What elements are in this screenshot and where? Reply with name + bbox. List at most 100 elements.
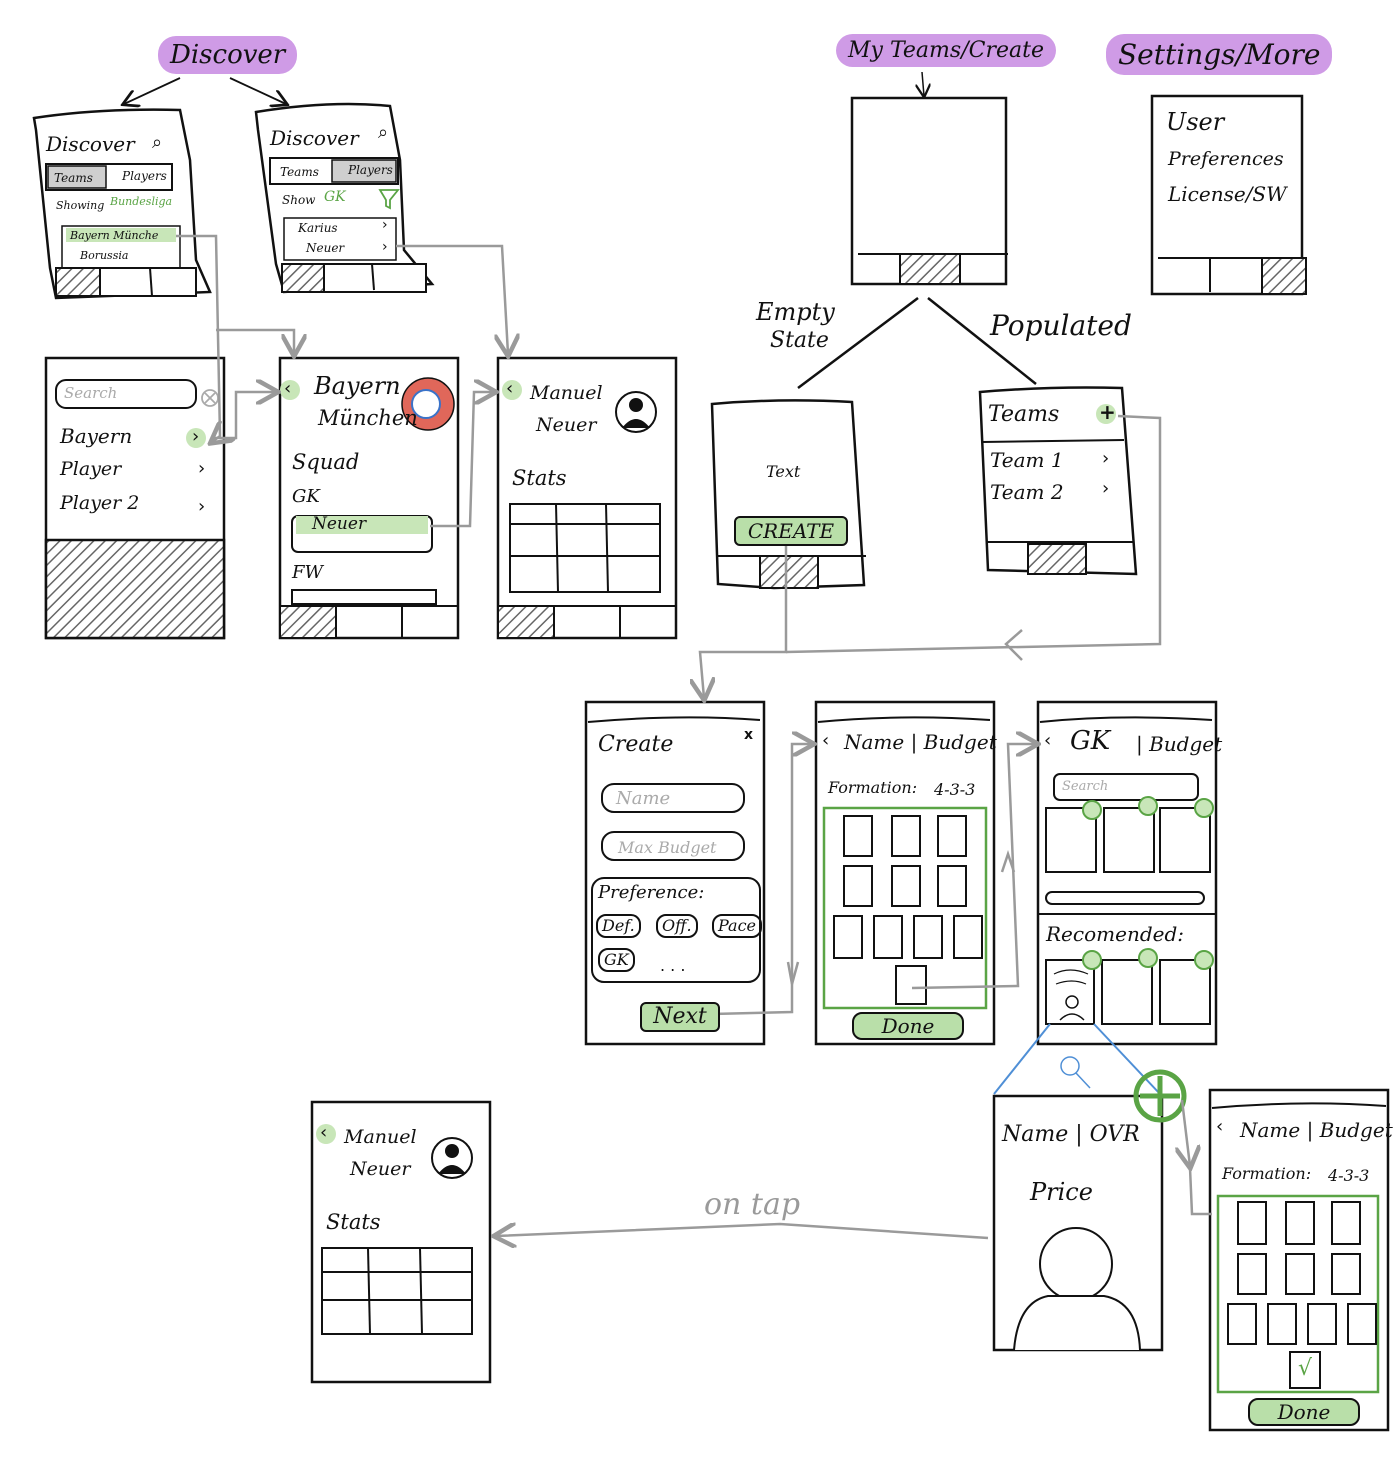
formation-done-value[interactable]: 4-3-3 bbox=[1328, 1166, 1370, 1185]
chip-def[interactable]: Def. bbox=[596, 914, 641, 938]
picker-position: GK bbox=[1070, 726, 1111, 756]
tag-discover: Discover bbox=[158, 36, 298, 74]
tab-teams-2[interactable]: Teams bbox=[280, 165, 319, 179]
chip-gk[interactable]: GK bbox=[598, 948, 635, 972]
picker-search-input[interactable]: Search bbox=[1062, 779, 1109, 794]
create-title: Create bbox=[598, 732, 674, 757]
settings-item-user[interactable]: User bbox=[1166, 108, 1225, 136]
branch-label-state: State bbox=[770, 328, 829, 353]
recommended-heading: Recomended: bbox=[1046, 922, 1184, 946]
arrow-search-to-team bbox=[212, 392, 276, 440]
arrow-next-to-formation bbox=[711, 744, 812, 1016]
back-button-3[interactable]: ‹ bbox=[822, 730, 830, 751]
discover-players-title: Discover bbox=[270, 126, 359, 150]
zoom-icon bbox=[1060, 1056, 1080, 1076]
stats-heading: Stats bbox=[512, 466, 567, 490]
gk-picker-screen bbox=[1036, 700, 1218, 1046]
done-button[interactable]: Done bbox=[852, 1012, 964, 1040]
branch-line-populated bbox=[927, 297, 1037, 385]
arrow-neuer-to-player bbox=[396, 244, 508, 354]
tag-my-teams: My Teams/Create bbox=[836, 34, 1056, 67]
player2-last-name: Neuer bbox=[350, 1158, 411, 1180]
on-tap-label: on tap bbox=[704, 1187, 801, 1222]
result-item-player[interactable]: Player bbox=[60, 458, 122, 480]
filter-dropdown[interactable]: Bundesliga bbox=[110, 195, 173, 208]
arrow-on-tap bbox=[496, 1224, 989, 1238]
next-button[interactable]: Next bbox=[640, 1002, 720, 1032]
check-icon: √ bbox=[1298, 1356, 1313, 1381]
settings-screen bbox=[1150, 94, 1307, 296]
showing-label: Showing bbox=[56, 199, 105, 212]
chip-off[interactable]: Off. bbox=[656, 914, 698, 938]
list-item-team-2[interactable]: Borussia bbox=[80, 249, 129, 262]
tab-teams[interactable]: Teams bbox=[54, 171, 93, 185]
back-button-4[interactable]: ‹ bbox=[1044, 730, 1052, 751]
team-list-item-1[interactable]: Team 1 bbox=[990, 448, 1064, 472]
list-item-team-1[interactable]: Bayern Münche bbox=[70, 229, 159, 242]
formation-label: Formation: bbox=[828, 778, 918, 797]
list-item-player-1[interactable]: Karius bbox=[298, 221, 338, 235]
player-detail-screen-2 bbox=[310, 1100, 492, 1384]
more-chips[interactable]: . . . bbox=[660, 956, 686, 975]
result-item-bayern[interactable]: Bayern bbox=[60, 424, 133, 448]
gk-heading: GK bbox=[292, 486, 320, 507]
player-card-screen bbox=[992, 1094, 1164, 1352]
list-item-player-2[interactable]: Neuer bbox=[306, 241, 345, 255]
my-teams-screen bbox=[850, 71, 1008, 286]
search-screen bbox=[44, 356, 226, 640]
result-item-player-2[interactable]: Player 2 bbox=[60, 492, 140, 514]
show-label: Show bbox=[282, 193, 316, 207]
player-thumb-icon bbox=[1065, 995, 1079, 1009]
add-team-button[interactable]: + bbox=[1099, 400, 1116, 424]
formation-done-screen bbox=[1208, 1088, 1390, 1432]
back-button[interactable]: ‹ bbox=[284, 378, 292, 399]
chevron-right-icon: › bbox=[192, 426, 200, 447]
arrow-myteams-tag bbox=[922, 71, 924, 96]
card-price: Price bbox=[1030, 1178, 1093, 1206]
arrow-discover-right bbox=[229, 77, 286, 104]
preference-label: Preference: bbox=[598, 882, 705, 903]
arrow-create-to-form bbox=[700, 540, 788, 698]
close-icon[interactable]: x bbox=[744, 727, 754, 743]
team-title-line2: München bbox=[318, 406, 418, 430]
back-button-2[interactable]: ‹ bbox=[506, 378, 514, 399]
chevron-right-icon: › bbox=[382, 217, 388, 233]
player-first-name: Manuel bbox=[530, 382, 603, 404]
formation-header: Name | Budget bbox=[844, 730, 997, 754]
tab-players-2[interactable]: Players bbox=[348, 163, 393, 177]
max-budget-input[interactable]: Max Budget bbox=[618, 838, 717, 857]
tab-players[interactable]: Players bbox=[122, 169, 167, 183]
arrow-add-to-form bbox=[785, 414, 1162, 654]
search-icon-2[interactable]: ⌕ bbox=[378, 122, 389, 143]
search-input[interactable]: Search bbox=[64, 384, 118, 402]
team-list-item-2[interactable]: Team 2 bbox=[990, 480, 1064, 504]
teams-title: Teams bbox=[988, 402, 1060, 427]
arrow-team-to-player bbox=[430, 392, 494, 528]
empty-state-text: Text bbox=[766, 462, 801, 481]
chevron-right-icon: › bbox=[1102, 478, 1110, 499]
settings-item-license[interactable]: License/SW bbox=[1168, 182, 1287, 206]
back-button-6[interactable]: ‹ bbox=[320, 1122, 328, 1143]
branch-label-empty: Empty bbox=[756, 298, 835, 326]
player-last-name: Neuer bbox=[536, 414, 597, 436]
chevron-right-icon: › bbox=[198, 496, 206, 517]
team-detail-screen bbox=[278, 356, 460, 640]
chevron-right-icon: › bbox=[198, 458, 206, 479]
zoom-line-right bbox=[1093, 1023, 1161, 1095]
create-button[interactable]: CREATE bbox=[734, 516, 848, 546]
squad-player-neuer[interactable]: Neuer bbox=[312, 514, 367, 534]
back-button-5[interactable]: ‹ bbox=[1216, 1116, 1224, 1137]
player2-first-name: Manuel bbox=[344, 1126, 417, 1148]
position-filter[interactable]: GK bbox=[324, 189, 346, 205]
chip-pace[interactable]: Pace bbox=[712, 914, 763, 938]
branch-line-empty bbox=[797, 297, 919, 389]
formation-value[interactable]: 4-3-3 bbox=[934, 780, 976, 799]
settings-item-preferences[interactable]: Preferences bbox=[1168, 148, 1284, 170]
create-screen bbox=[584, 700, 766, 1046]
formation-done-label: Formation: bbox=[1222, 1164, 1312, 1183]
search-icon[interactable]: ⌕ bbox=[152, 132, 163, 153]
chevron-right-icon: › bbox=[382, 239, 388, 255]
done-button-2[interactable]: Done bbox=[1248, 1398, 1360, 1426]
name-input[interactable]: Name bbox=[616, 788, 671, 809]
